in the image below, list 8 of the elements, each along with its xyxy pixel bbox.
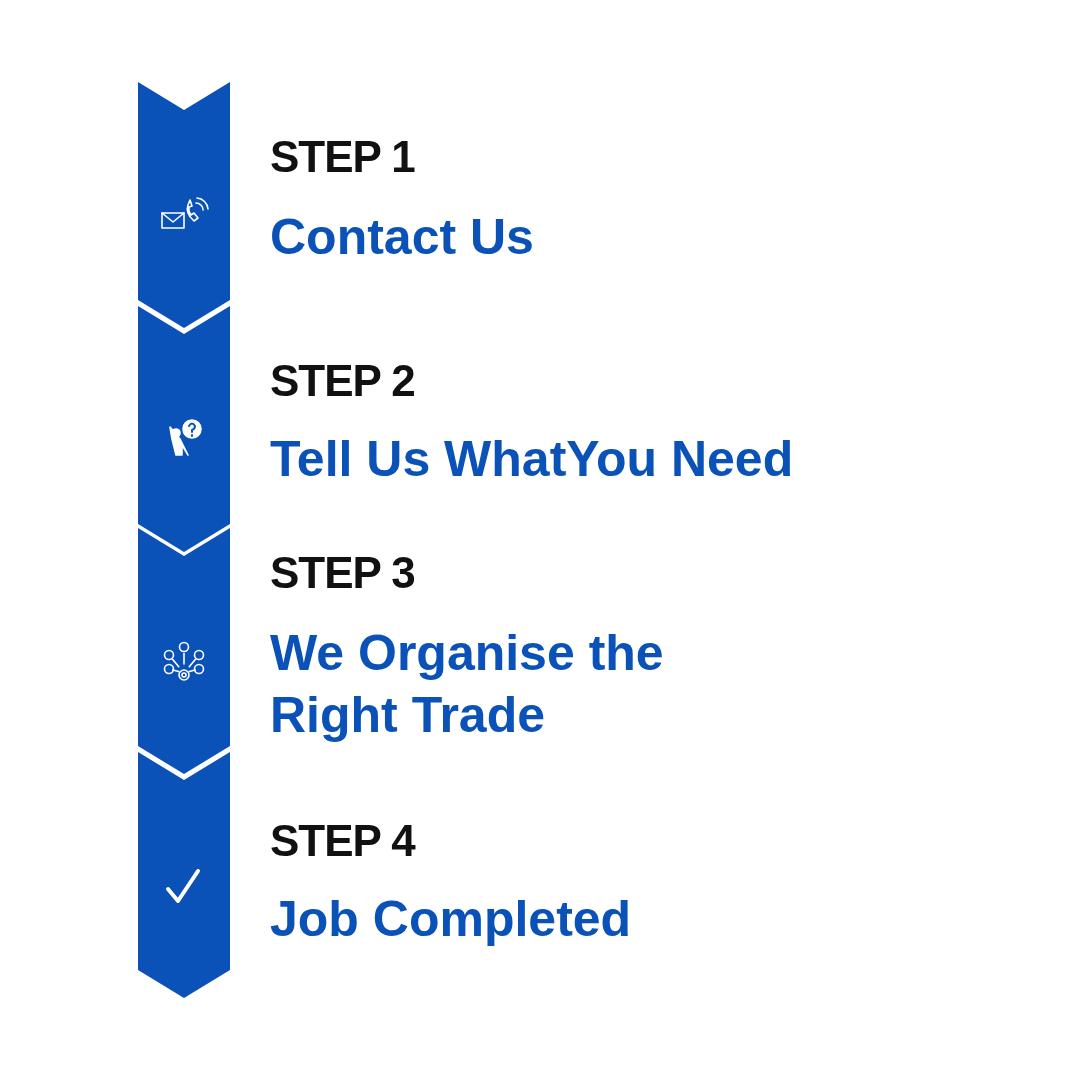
step-number: STEP 4 xyxy=(270,816,417,866)
step-title: Tell Us WhatYou Need xyxy=(270,430,795,489)
step-number: STEP 3 xyxy=(270,548,416,598)
step-number: STEP 2 xyxy=(270,356,416,406)
step-title: Job Completed xyxy=(270,890,633,949)
step-number: STEP 1 xyxy=(270,132,416,182)
step-title: Contact Us xyxy=(270,208,535,267)
step-title: We Organise the Right Trade xyxy=(270,624,665,745)
